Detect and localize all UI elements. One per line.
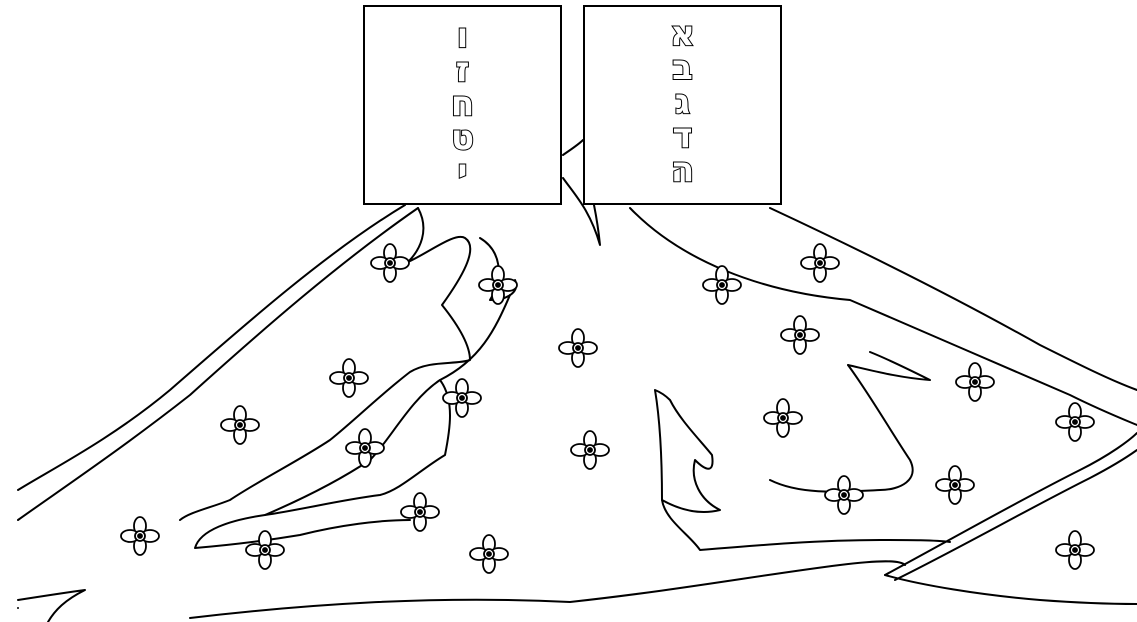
foothill-right-top (894, 449, 1137, 581)
mountain-outline-left-inner (17, 207, 419, 521)
sign-letter: ה (670, 150, 695, 190)
mountain-outline-right (769, 207, 1137, 391)
snow-ridge-right (769, 364, 914, 493)
peak-ridge (562, 139, 601, 246)
flower-icon (558, 328, 598, 368)
flower-icon (370, 243, 410, 283)
sign-letter: ז (455, 50, 471, 90)
sign-letter: ח (450, 84, 475, 124)
sign-left: ו ז ח ט י (363, 5, 562, 205)
flower-icon (780, 315, 820, 355)
flower-icon (220, 405, 260, 445)
sign-letter: י (456, 152, 468, 192)
flower-icon (245, 530, 285, 570)
snow-ridge-left-2 (264, 294, 511, 516)
sign-letter: ד (672, 116, 694, 156)
snow-ridge-left-4 (194, 379, 451, 549)
sign-letter: ו (456, 16, 470, 56)
sign-letter: ג (674, 82, 691, 122)
flower-icon (345, 428, 385, 468)
flower-icon (935, 465, 975, 505)
foothill-right-inner (884, 574, 1137, 605)
flower-icon (800, 243, 840, 283)
flower-icon (329, 358, 369, 398)
sign-letter: ב (671, 48, 694, 88)
flower-icon (478, 265, 518, 305)
snow-ridge-right-2 (847, 351, 931, 381)
flower-icon (763, 398, 803, 438)
flower-icon (1055, 402, 1095, 442)
snow-ridge-center (654, 389, 721, 513)
foothill-right (884, 432, 1137, 576)
sign-letter: א (669, 14, 696, 54)
mountain-outline-left (17, 204, 406, 491)
flower-icon (120, 516, 160, 556)
flower-icon (1055, 530, 1095, 570)
sign-letter: ט (450, 118, 475, 158)
flower-icon (442, 378, 482, 418)
flower-icon (469, 534, 509, 574)
flower-icon (702, 265, 742, 305)
sign-right: א ב ג ד ה (583, 5, 782, 205)
flower-icon (824, 475, 864, 515)
flower-icon (570, 430, 610, 470)
flowers (120, 243, 1095, 574)
valley-base-2 (17, 589, 86, 622)
valley-base (189, 560, 906, 619)
flower-icon (400, 492, 440, 532)
flower-icon (955, 362, 995, 402)
mountain-outline-right-inner (629, 207, 1137, 426)
snow-ridge-center-base (661, 499, 951, 551)
